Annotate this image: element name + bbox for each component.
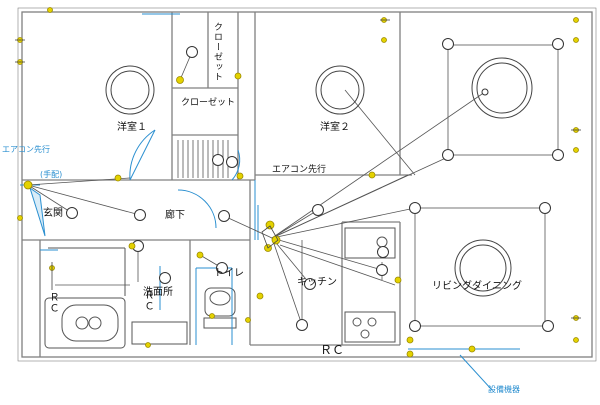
outlet-marks [15,19,581,319]
room-label-washroom: 洗面所 [143,287,173,298]
room-label-living-dining: リビングダイニング [432,281,522,292]
rc-label-kitchen: ＲＣ [320,343,345,357]
equipment-note: 設備機器 [488,385,520,394]
room-label-closet-horizontal: クローゼット [181,98,236,108]
wiring [27,51,486,326]
room-label-entrance: 玄関 [43,208,63,219]
walls [17,7,597,362]
aircon-left-sublabel: (手配) [40,170,63,179]
door-swings [20,13,520,391]
aircon-left-label: エアコン先行 [2,145,50,154]
room-label-kitchen: キッチン [297,277,337,288]
room-label-bedroom2: 洋室２ [320,122,350,133]
ceiling-lights-large [105,57,533,297]
living-light-zones [301,44,559,327]
rc-label-washroom: ＲＣ [142,290,153,312]
room-label-toilet: トイレ [214,268,244,279]
room-label-bedroom1: 洋室１ [117,122,147,133]
room-label-closet-vertical: クローゼット [212,22,222,82]
rc-label-left: ＲＣ [47,292,58,314]
room-label-hallway: 廊下 [165,210,185,221]
fixtures [44,227,396,349]
aircon-note: エアコン先行 [272,165,327,175]
ceiling-lights-small [66,38,564,332]
